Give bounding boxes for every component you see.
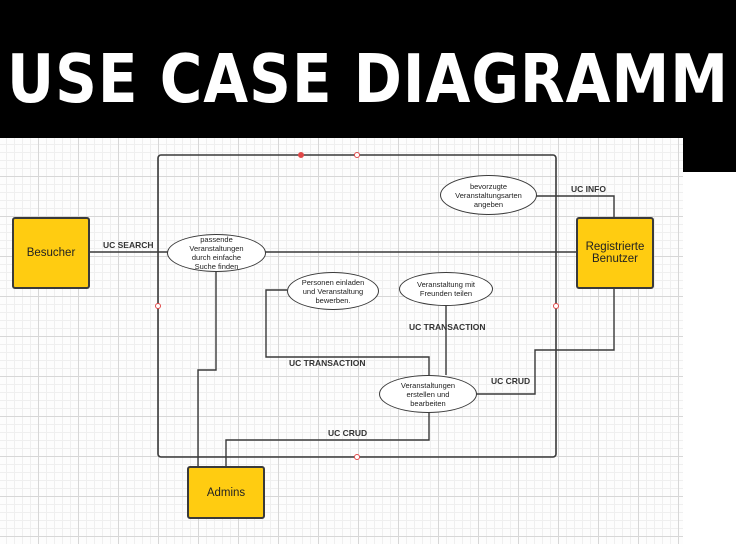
usecase-suche[interactable]: passende Veranstaltungen durch einfache …: [167, 234, 266, 272]
edge-label-uc-info: UC INFO: [571, 184, 606, 194]
actor-registrierte-benutzer[interactable]: Registrierte Benutzer: [576, 217, 654, 289]
connector-admins-suche: [197, 270, 217, 466]
edge-label-uc-crud-bottom: UC CRUD: [328, 428, 368, 438]
edge-label-uc-search: UC SEARCH: [103, 240, 154, 250]
page-title: USE CASE DIAGRAMM: [7, 40, 729, 119]
usecase-veranstaltungsarten[interactable]: bevorzugte Veranstaltungsarten angeben: [440, 175, 537, 215]
title-bar: [0, 0, 736, 138]
canvas-margin: [683, 172, 736, 544]
diagram-canvas[interactable]: [0, 138, 683, 544]
connector-transaction-left: [265, 289, 430, 378]
connector-crud-bottom: [225, 412, 430, 466]
selection-handle: [553, 303, 559, 309]
actor-besucher[interactable]: Besucher: [12, 217, 90, 289]
edge-label-uc-transaction-left: UC TRANSACTION: [289, 358, 366, 368]
connector-crud-right: [476, 289, 615, 395]
selection-handle: [155, 303, 161, 309]
edge-label-uc-crud-right: UC CRUD: [491, 376, 531, 386]
edge-label-uc-transaction-right: UC TRANSACTION: [409, 322, 486, 332]
usecase-teilen[interactable]: Veranstaltung mit Freunden teilen: [399, 272, 493, 306]
selection-handle: [354, 454, 360, 460]
actor-admins[interactable]: Admins: [187, 466, 265, 519]
selection-handle: [298, 152, 304, 158]
usecase-erstellen[interactable]: Veranstaltungen erstellen und bearbeiten: [379, 375, 477, 413]
usecase-einladen[interactable]: Personen einladen und Veranstaltung bewe…: [287, 272, 379, 310]
selection-handle: [354, 152, 360, 158]
connector-info: [536, 195, 615, 217]
